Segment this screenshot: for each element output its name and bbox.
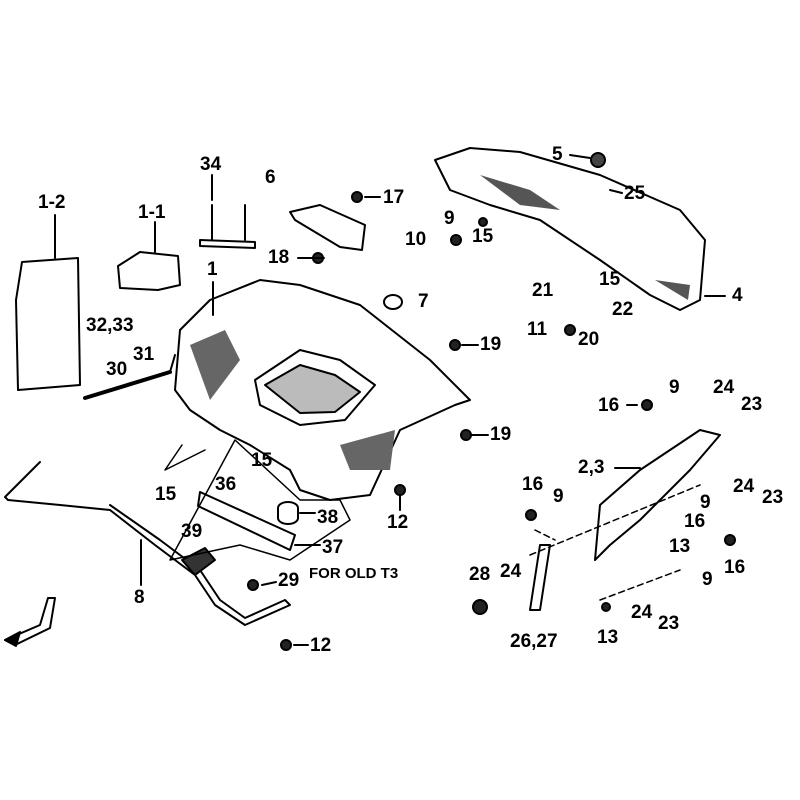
bolt-17 [351,191,363,203]
callout-31: 31 [133,344,155,365]
callout-23: 23 [741,394,763,415]
callout-24: 24 [713,377,735,398]
bolt-12b [280,639,292,651]
nut-10 [450,234,462,246]
callout-9e: 9 [702,569,713,590]
callout-12b: 12 [310,635,332,656]
callout-24d: 24 [631,602,653,623]
callout-1-1: 1-1 [138,202,166,223]
bolt-28 [472,599,488,615]
nut-16c [724,534,736,546]
callout-15b: 15 [599,269,621,290]
part-30-rod [83,370,172,400]
callout-9c: 9 [553,486,564,507]
callout-15: 15 [472,226,494,247]
callout-32-33: 32,33 [86,315,134,336]
bolt-19 [449,339,461,351]
callout-16: 16 [598,395,620,416]
nut-16 [641,399,653,411]
callout-22: 22 [612,299,634,320]
callout-12: 12 [387,512,409,533]
part-1-2-panel [15,257,81,391]
callout-30: 30 [106,359,128,380]
callout-16b: 16 [522,474,544,495]
callout-24b: 24 [733,476,755,497]
callout-18: 18 [268,247,290,268]
callout-24c: 24 [500,561,522,582]
callout-9: 9 [444,208,455,229]
callout-39: 39 [181,521,203,542]
nut-16b [525,509,537,521]
washer-9 [478,217,488,227]
callout-8: 8 [134,587,145,608]
callout-6: 6 [265,167,276,188]
callout-5: 5 [552,144,563,165]
bolt-12 [394,484,406,496]
callout-1-2: 1-2 [38,192,66,213]
callout-2-3: 2,3 [578,457,605,478]
callout-1: 1 [207,259,218,280]
front-arrow-icon [4,597,56,647]
part-6-bracket [289,204,366,251]
part-26-27-plate [529,544,551,611]
callout-10: 10 [405,229,427,250]
callout-15c: 15 [251,450,273,471]
callout-21: 21 [532,280,554,301]
callout-17: 17 [383,187,405,208]
part-37-bar [197,491,296,551]
callout-29: 29 [278,570,300,591]
part-39-clamp [181,547,216,576]
callout-9d: 9 [700,492,711,513]
part-5-reflector [590,152,606,168]
part-1-1-bracket [117,251,181,291]
callout-38: 38 [317,507,339,528]
part-7-cap [383,294,403,310]
callout-9b: 9 [669,377,680,398]
part-34-stand [199,174,256,249]
bolt-11 [564,324,576,336]
callout-15d: 15 [155,484,177,505]
callout-16c: 16 [684,511,706,532]
note-for-old-t3: FOR OLD T3 [309,565,399,582]
callout-37: 37 [322,537,344,558]
callout-36: 36 [215,474,237,495]
callout-26-27: 26,27 [510,631,558,652]
callout-4: 4 [732,285,743,306]
part-38-cushion [277,501,299,525]
callout-13b: 13 [597,627,619,648]
bolt-29 [247,579,259,591]
callout-7: 7 [418,291,429,312]
callout-19: 19 [480,334,502,355]
callout-19b: 19 [490,424,512,445]
bolt-13 [601,602,611,612]
callout-28: 28 [469,564,491,585]
callout-25: 25 [624,183,646,204]
callout-23b: 23 [762,487,784,508]
callout-11: 11 [527,319,548,340]
callout-20: 20 [578,329,600,350]
bolt-19b [460,429,472,441]
callout-13: 13 [669,536,691,557]
part-8-frame [4,461,291,626]
callout-16d: 16 [724,557,746,578]
part-2-3-mudguard [594,429,721,561]
callout-34: 34 [200,154,222,175]
callout-23c: 23 [658,613,680,634]
